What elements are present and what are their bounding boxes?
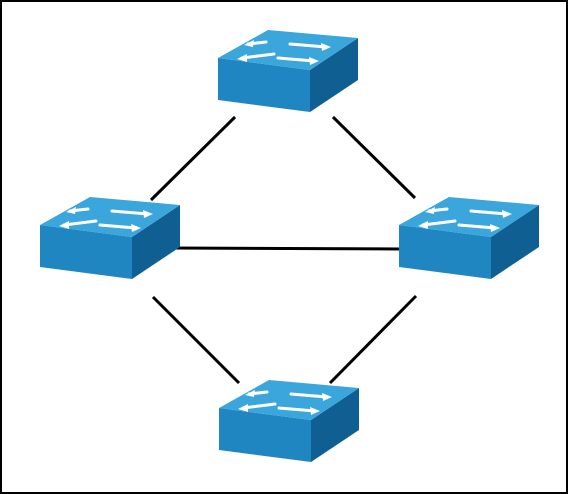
link-left-right: [171, 246, 401, 251]
switch-bottom[interactable]: [217, 378, 361, 464]
switch-top[interactable]: [216, 28, 360, 114]
network-switch-icon: [38, 195, 182, 281]
switch-right[interactable]: [397, 195, 541, 281]
link-left-bottom: [151, 295, 241, 385]
link-right-bottom: [328, 294, 418, 385]
links-group: [149, 115, 418, 385]
network-switch-icon: [216, 28, 360, 114]
network-switch-icon: [217, 378, 361, 464]
network-switch-icon: [397, 195, 541, 281]
switch-left[interactable]: [38, 195, 182, 281]
link-top-right: [331, 115, 417, 200]
link-top-left: [149, 115, 237, 202]
